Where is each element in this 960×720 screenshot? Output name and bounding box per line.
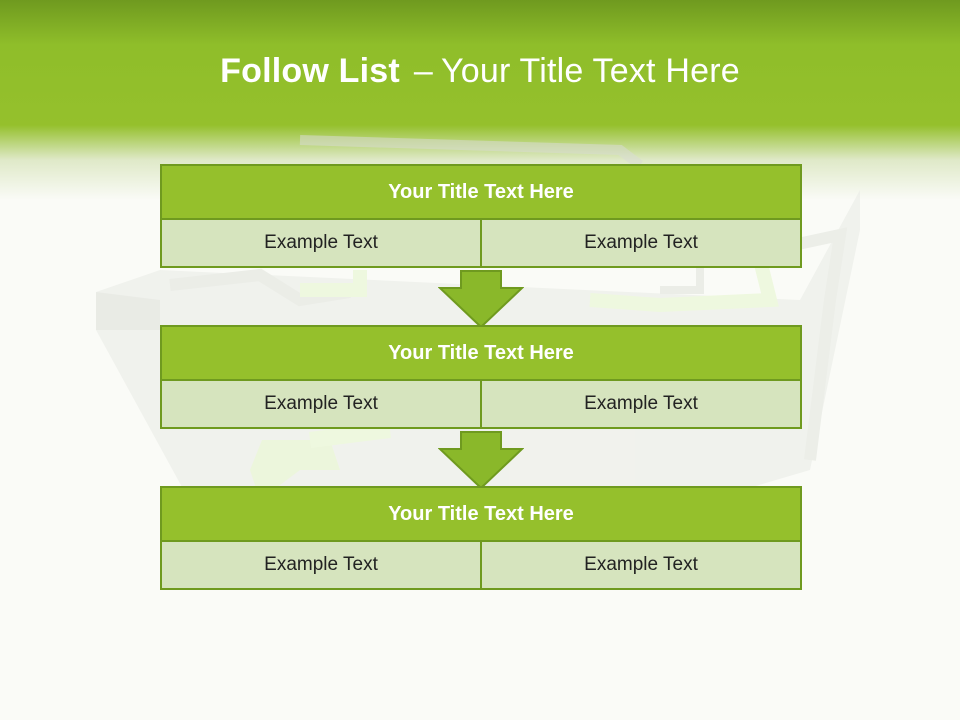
block-row: Example Text Example Text	[160, 218, 802, 268]
block-cell-left: Example Text	[160, 379, 482, 429]
block-row: Example Text Example Text	[160, 379, 802, 429]
list-block-1: Your Title Text Here Example Text Exampl…	[160, 164, 802, 268]
slide-title-separator: –	[413, 52, 434, 90]
block-title: Your Title Text Here	[160, 164, 802, 220]
slide-title-rest: Your Title Text Here	[441, 52, 740, 90]
block-cell-left: Example Text	[160, 540, 482, 590]
block-cell-left: Example Text	[160, 218, 482, 268]
slide-title-bold: Follow List	[220, 52, 400, 90]
slide-title: Follow List–Your Title Text Here	[0, 52, 960, 91]
block-title: Your Title Text Here	[160, 325, 802, 381]
block-title: Your Title Text Here	[160, 486, 802, 542]
block-row: Example Text Example Text	[160, 540, 802, 590]
down-arrow-icon	[438, 270, 524, 328]
list-block-2: Your Title Text Here Example Text Exampl…	[160, 325, 802, 429]
block-cell-right: Example Text	[480, 379, 802, 429]
block-cell-right: Example Text	[480, 540, 802, 590]
block-cell-right: Example Text	[480, 218, 802, 268]
down-arrow-icon	[438, 431, 524, 489]
list-block-3: Your Title Text Here Example Text Exampl…	[160, 486, 802, 590]
